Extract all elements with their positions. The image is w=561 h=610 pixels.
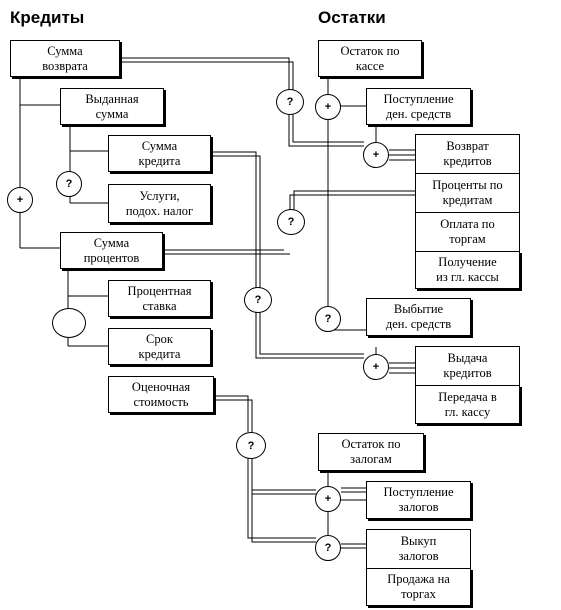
operator-plus-vozvrat: + [363,142,389,168]
box-summa-kredita: Сумма кредита [108,135,211,172]
operator-empty-procenty [52,308,86,338]
box-prodazha-na-torgah: Продажа на торгах [366,568,471,606]
box-postuplenie-den: Поступление ден. средств [366,88,471,125]
operator-question-vykup: ? [315,535,341,561]
operator-plus-zalogi: + [315,486,341,512]
box-vozvrat-kreditov: Возврат кредитов [415,134,520,173]
heading-credits: Кредиты [10,8,85,27]
operator-question-vydacha: ? [244,287,272,313]
operator-plus-kassa: + [315,94,341,120]
box-uslugi: Услуги, подох. налог [108,184,211,223]
box-summa-procentov: Сумма процентов [60,232,163,269]
box-summa-vozvrata: Сумма возврата [10,40,120,77]
box-srok-kredita: Срок кредита [108,328,211,365]
operator-question-vozvrat: ? [276,89,304,115]
box-vykup-zalogov: Выкуп залогов [366,529,471,568]
box-procentnaya-stavka: Процентная ставка [108,280,211,317]
box-peredacha-v-kassu: Передача в гл. кассу [415,385,520,424]
box-oplata-po-torgam: Оплата по торгам [415,212,520,251]
box-ocenochnaya-stoimost: Оценочная стоимость [108,376,214,413]
operator-question-uslugi: ? [56,171,82,197]
box-poluchenie-iz-kassy: Получение из гл. кассы [415,251,520,289]
operator-plus-vydacha: + [363,354,389,380]
box-postuplenie-zalogov: Поступление залогов [366,481,471,519]
heading-balances: Остатки [318,8,386,27]
box-vydannaya-summa: Выданная сумма [60,88,164,125]
operator-question-vybytie: ? [315,306,341,332]
operator-question-zalogi: ? [236,432,266,459]
box-procenty-po-kreditam: Проценты по кредитам [415,173,520,212]
box-ostatok-kasse: Остаток по кассе [318,40,422,77]
operator-question-procenty: ? [277,209,305,235]
box-vybytie-den: Выбытие ден. средств [366,298,471,336]
operator-plus-left: + [7,187,33,213]
box-vydacha-kreditov: Выдача кредитов [415,346,520,385]
box-ostatok-zalogam: Остаток по залогам [318,433,424,471]
